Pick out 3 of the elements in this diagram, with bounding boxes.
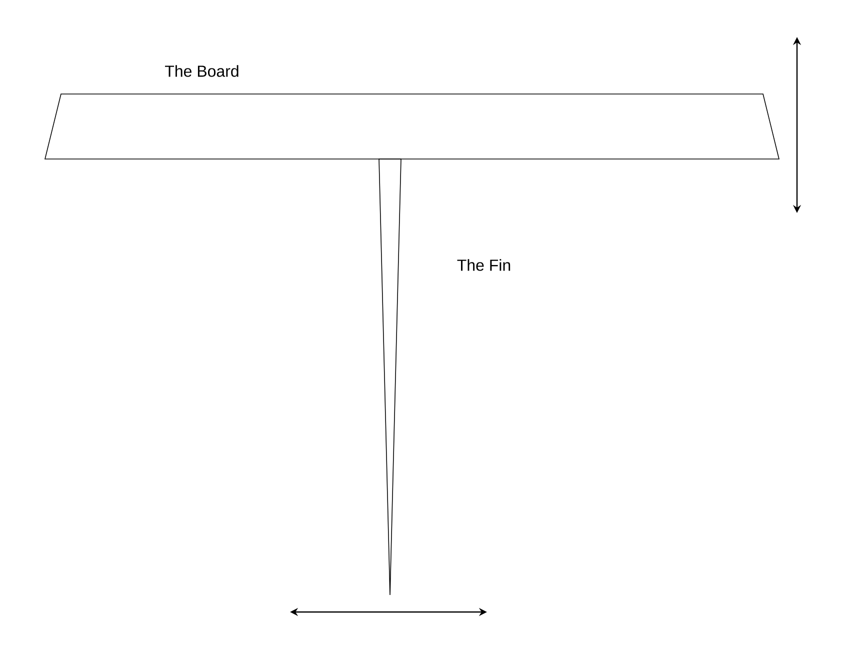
node-label: The Fin: [457, 259, 510, 271]
node-label: The Board: [165, 65, 238, 77]
fin-drawing: The Fin: [378, 158, 510, 596]
